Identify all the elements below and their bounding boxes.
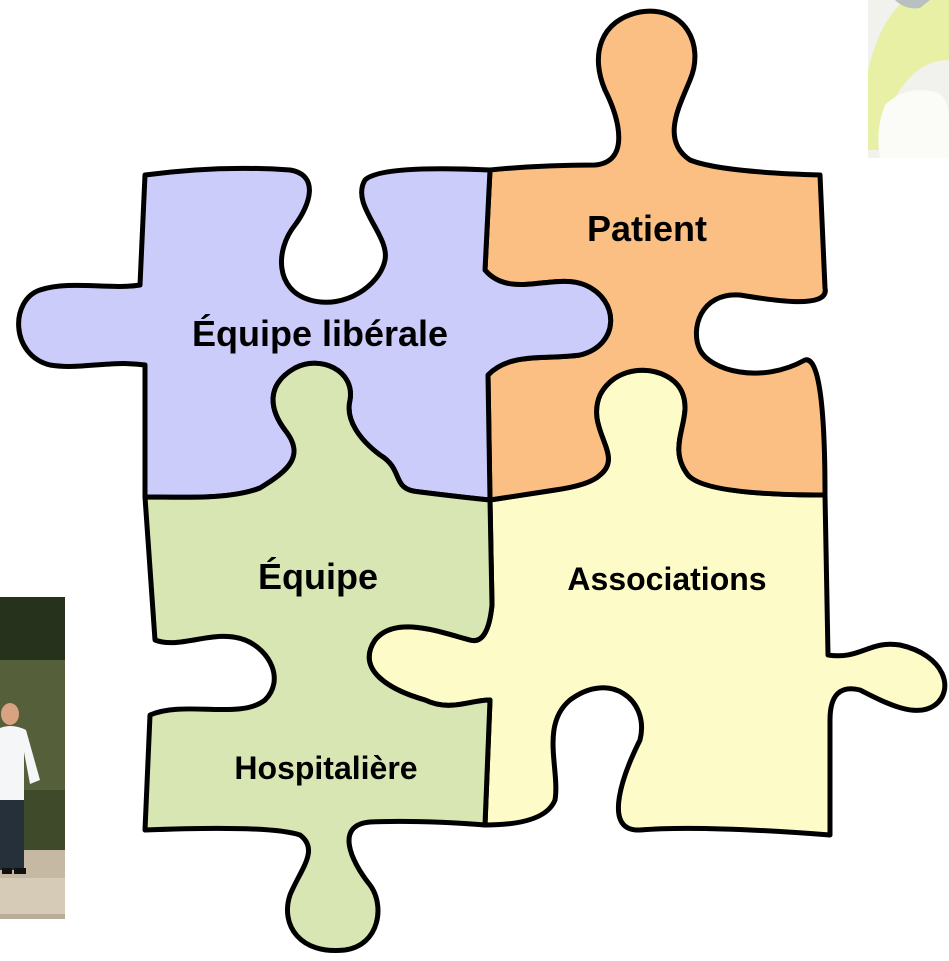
label-hospitaliere: Hospitalière [234, 750, 417, 786]
photo-bottom-left [0, 597, 65, 919]
piece-equipe-hospitaliere [142, 360, 495, 954]
photo-top-right [868, 0, 949, 158]
label-associations: Associations [567, 561, 766, 597]
label-equipe: Équipe [258, 556, 378, 597]
label-equipe-liberale: Équipe libérale [192, 313, 448, 354]
label-patient: Patient [587, 208, 707, 249]
